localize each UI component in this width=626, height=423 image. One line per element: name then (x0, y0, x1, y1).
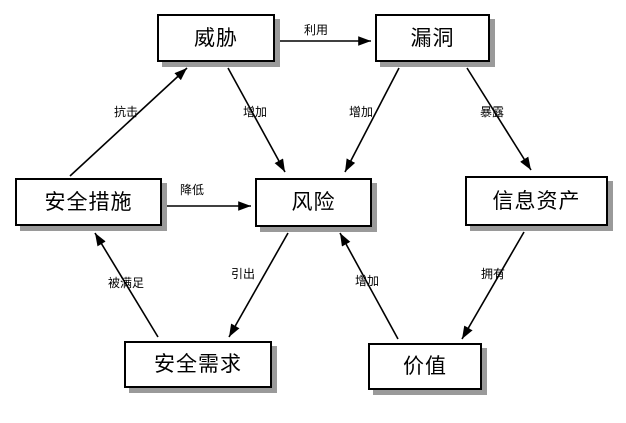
edge-label-vulnerability-increases-risk: 增加 (349, 105, 374, 119)
edge-label-safeguard-reduces-risk: 降低 (180, 183, 205, 197)
node-risk-label: 风险 (291, 190, 336, 214)
node-requirement[interactable]: 安全需求 (124, 341, 272, 388)
edge-label-threat-increases-risk: 增加 (243, 105, 268, 119)
edge-vulnerability-exposes-asset (466, 67, 532, 171)
edge-label-safeguard-counters-threat: 抗击 (114, 105, 139, 119)
edge-label-risk-derives-requirement: 引出 (231, 267, 256, 281)
edge-label-threat-exploits-vulnerability: 利用 (304, 23, 329, 37)
node-asset-label: 信息资产 (492, 188, 581, 213)
edge-value-increases-risk (339, 232, 399, 340)
node-risk[interactable]: 风险 (255, 178, 372, 227)
edge-label-requirement-satisfied-by-safeguard: 被满足 (108, 276, 145, 290)
node-value[interactable]: 价值 (368, 343, 482, 390)
node-value-label: 价值 (403, 354, 447, 378)
edge-risk-derives-requirement (228, 232, 289, 338)
edge-asset-has-value (461, 231, 525, 340)
node-threat-label: 威胁 (194, 25, 238, 50)
node-requirement-label: 安全需求 (154, 352, 242, 376)
edge-label-value-increases-risk: 增加 (355, 274, 380, 288)
edge-vulnerability-increases-risk (344, 67, 400, 173)
node-vulnerability-label: 漏洞 (410, 25, 455, 50)
edge-safeguard-counters-threat (69, 67, 188, 177)
node-safeguard[interactable]: 安全措施 (15, 178, 162, 226)
node-threat[interactable]: 威胁 (157, 14, 275, 62)
node-vulnerability[interactable]: 漏洞 (375, 14, 490, 62)
edge-requirement-satisfied-by-safeguard (94, 232, 159, 338)
edge-threat-increases-risk (227, 67, 286, 173)
edge-label-asset-has-value: 拥有 (481, 267, 506, 281)
node-asset[interactable]: 信息资产 (465, 176, 608, 226)
node-safeguard-label: 安全措施 (44, 189, 133, 214)
edge-label-vulnerability-exposes-asset: 暴露 (480, 105, 505, 119)
